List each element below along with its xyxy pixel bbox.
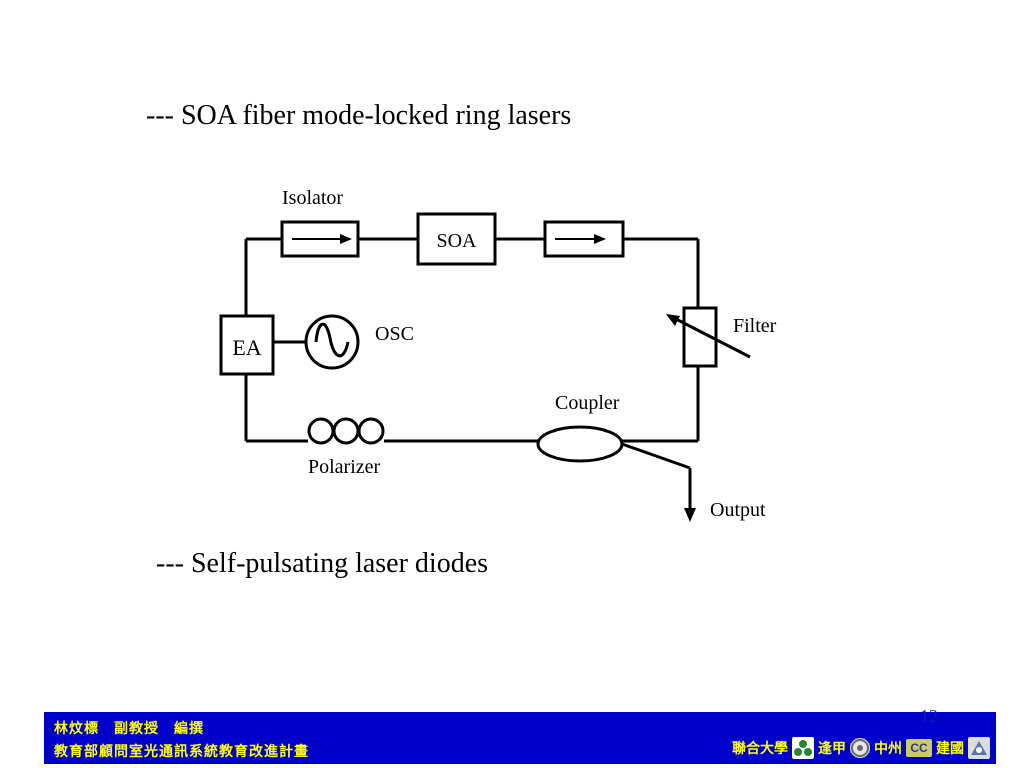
- ea-modulator: EA: [219, 314, 275, 376]
- soa-ring-laser-diagram: Isolator SOA EA OSC Filter Polarizer Cou…: [219, 187, 777, 522]
- chienkuo-logo-icon: [968, 737, 990, 759]
- output-label: Output: [710, 499, 766, 521]
- partner-chienkuo-text: 建國: [936, 741, 964, 757]
- polarizer-coil: [307, 417, 385, 445]
- footer-author: 林炆標 副教授 編撰: [54, 721, 204, 737]
- coupler-label: Coupler: [555, 392, 620, 414]
- oscillator: OSC: [304, 314, 414, 370]
- heading-soa-ring-lasers: --- SOA fiber mode-locked ring lasers: [146, 100, 572, 131]
- chungchou-logo-icon: [850, 738, 870, 758]
- footer-bar: 12 林炆標 副教授 編撰 教育部顧問室光通訊系統教育改進計畫 聯合大學 逢甲 …: [44, 706, 996, 764]
- soa-label: SOA: [436, 230, 477, 252]
- footer-partners: 聯合大學 逢甲 中州 CC 建國: [732, 737, 990, 759]
- partner-union-text: 聯合大學: [732, 741, 788, 757]
- soa-block: SOA: [416, 212, 497, 266]
- partner-fengchia-text: 逢甲: [818, 741, 846, 757]
- heading-self-pulsating: --- Self-pulsating laser diodes: [156, 548, 489, 579]
- osc-label: OSC: [375, 323, 414, 345]
- isolator-label: Isolator: [282, 187, 343, 209]
- page-number: 12: [920, 706, 938, 726]
- coupler: Coupler: [536, 392, 624, 463]
- ring-fiber: [244, 237, 700, 443]
- polarizer-label: Polarizer: [308, 456, 381, 478]
- isolator-1: [280, 220, 360, 258]
- tunable-filter: Filter: [666, 306, 777, 368]
- footer-program: 教育部顧問室光通訊系統教育改進計畫: [54, 744, 309, 760]
- ea-label: EA: [232, 335, 261, 360]
- fengchia-logo-icon: [792, 737, 814, 759]
- cc-logo-icon: CC: [906, 739, 932, 757]
- filter-label: Filter: [733, 315, 777, 337]
- partner-chungchou-text: 中州: [874, 741, 902, 757]
- isolator-2: [543, 220, 625, 258]
- output-branch: Output: [621, 442, 766, 522]
